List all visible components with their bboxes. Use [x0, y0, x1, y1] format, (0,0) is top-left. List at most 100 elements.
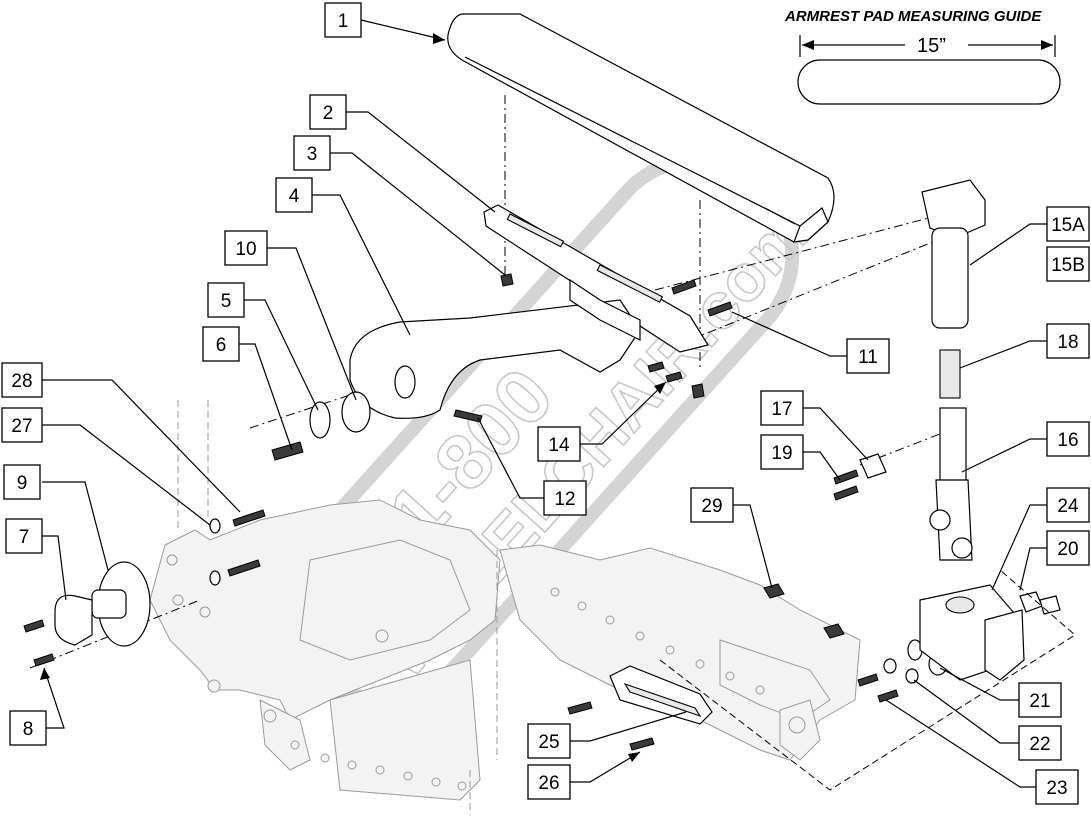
assembly-boundary	[659, 569, 1076, 791]
callout-label-29: 29	[701, 496, 722, 517]
callout-6: 6	[202, 326, 240, 362]
callout-label-6: 6	[216, 335, 227, 356]
callout-3: 3	[293, 135, 331, 171]
centerline-hub	[29, 599, 201, 669]
callout-label-24: 24	[1057, 496, 1079, 517]
callout-label-22: 22	[1029, 734, 1050, 755]
callout-label-5: 5	[221, 291, 232, 312]
callout-12: 12	[543, 480, 587, 516]
callout-label-28: 28	[11, 371, 32, 392]
centerline-bolt-19	[859, 429, 951, 466]
measuring-guide: ARMREST PAD MEASURING GUIDE 15”	[784, 8, 1061, 105]
clip-20a	[1019, 591, 1043, 613]
callout-26: 26	[527, 764, 571, 800]
callout-16: 16	[1046, 421, 1090, 457]
mounting-bar	[609, 665, 713, 725]
screw-14b	[665, 371, 683, 383]
callout-4: 4	[275, 177, 313, 213]
pad-mounting-plate	[483, 204, 709, 353]
callout-label-20: 20	[1057, 539, 1078, 560]
callout-label-19: 19	[771, 443, 792, 464]
nut-lower	[823, 623, 845, 639]
dimension-arrow-left	[802, 40, 814, 50]
callout-label-1: 1	[338, 11, 349, 32]
centerline-upper	[654, 214, 941, 291]
ghost-frame-left	[149, 400, 501, 815]
screw-8	[33, 653, 55, 667]
callout-label-4: 4	[289, 186, 300, 207]
callout-15a: 15A	[1046, 206, 1090, 242]
screw-upper-25	[567, 701, 593, 715]
screw-3	[500, 273, 514, 287]
screw-19b	[833, 485, 859, 501]
screw-7	[23, 619, 45, 633]
callout-11: 11	[846, 338, 890, 374]
screw-19a	[833, 469, 859, 485]
upright-assembly	[921, 179, 986, 561]
callout-14: 14	[537, 426, 581, 462]
callout-10: 10	[224, 230, 268, 266]
callout-label-11: 11	[858, 347, 878, 368]
callout-23: 23	[1035, 769, 1079, 805]
callout-1: 1	[324, 2, 362, 38]
screw-23a	[857, 673, 879, 687]
callout-label-16: 16	[1057, 430, 1078, 451]
callout-15b: 15B	[1046, 246, 1090, 282]
callout-label-26: 26	[538, 773, 559, 794]
washer-22a	[883, 658, 897, 674]
screw-14a	[647, 361, 665, 373]
upright-top-15a	[921, 179, 986, 239]
nut-29	[763, 583, 785, 599]
callout-2: 2	[309, 94, 347, 130]
callout-label-3: 3	[307, 144, 318, 165]
callout-label-2: 2	[323, 103, 334, 124]
screw-26	[629, 737, 655, 751]
measuring-guide-title: ARMREST PAD MEASURING GUIDE	[784, 8, 1042, 25]
callout-5: 5	[207, 282, 245, 318]
callout-28: 28	[1, 362, 43, 398]
hub-clamp-7	[54, 594, 93, 646]
callout-label-10: 10	[235, 239, 256, 260]
callout-label-8: 8	[23, 719, 34, 740]
screw-23b	[877, 689, 899, 703]
callout-label-15a: 15A	[1051, 215, 1085, 236]
callout-label-17: 17	[771, 399, 792, 420]
callout-label-15b: 15B	[1051, 255, 1085, 276]
screw-28	[232, 509, 266, 527]
insert-18	[939, 349, 961, 399]
callout-29: 29	[690, 487, 734, 523]
callout-boxes: 1 2 3 4 10 5 6 28 27 9 7 8 15A 15B 18 11…	[1, 2, 1090, 805]
callout-label-9: 9	[17, 473, 28, 494]
washer-22	[905, 668, 919, 684]
hardware-screws	[23, 273, 948, 751]
callout-label-14: 14	[548, 435, 570, 456]
callout-label-21: 21	[1029, 691, 1050, 712]
callout-label-18: 18	[1057, 332, 1078, 353]
callout-18: 18	[1046, 323, 1090, 359]
screw-upper	[671, 279, 697, 295]
hub-assembly	[54, 561, 151, 647]
armrest-pad	[447, 13, 835, 243]
clip-17	[859, 453, 887, 479]
ghost-frame-right	[496, 544, 861, 761]
centerline-lower	[689, 234, 951, 341]
bolt-6	[271, 441, 304, 461]
callout-label-12: 12	[554, 489, 575, 510]
screw-lower	[227, 559, 261, 577]
leader-lines	[40, 19, 1047, 788]
callout-8: 8	[9, 710, 47, 746]
callout-7: 7	[5, 518, 43, 554]
washer-5	[309, 401, 331, 439]
callout-20: 20	[1046, 530, 1090, 566]
callout-label-25: 25	[538, 732, 559, 753]
dimension-arrow-right	[1041, 40, 1053, 50]
measuring-guide-dimension: 15”	[917, 35, 946, 57]
callout-19: 19	[760, 434, 804, 470]
callout-label-23: 23	[1046, 778, 1067, 799]
washer-27	[209, 518, 221, 534]
callout-24: 24	[1046, 487, 1090, 523]
guide-pad-outline	[797, 59, 1061, 105]
receiver-block	[919, 584, 1061, 681]
